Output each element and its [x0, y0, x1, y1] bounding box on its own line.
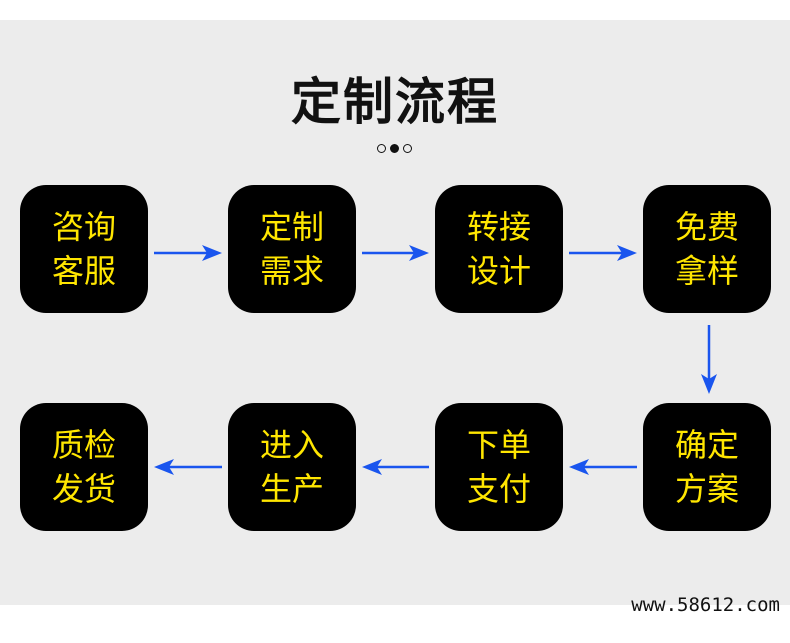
step-label: 质检: [51, 426, 116, 464]
arrow-right-icon: [154, 245, 222, 261]
step-production: 进入生产: [228, 403, 356, 531]
step-design: 转接设计: [435, 185, 563, 313]
arrow-right-icon: [569, 245, 637, 261]
step-label: 支付: [466, 470, 531, 508]
step-confirm: 确定方案: [643, 403, 771, 531]
step-requirements: 定制需求: [228, 185, 356, 313]
step-shipping: 质检发货: [20, 403, 148, 531]
arrow-down-icon: [701, 325, 717, 394]
step-label: 方案: [674, 470, 739, 508]
step-label: 咨询: [51, 208, 116, 246]
pager-dot-active: [390, 144, 399, 153]
pager-dot: [403, 144, 412, 153]
arrow-left-icon: [154, 459, 222, 475]
step-label: 客服: [51, 252, 116, 290]
step-consult: 咨询客服: [20, 185, 148, 313]
step-label: 设计: [466, 252, 531, 290]
page-title: 定制流程: [291, 73, 499, 131]
step-label: 拿样: [674, 252, 739, 290]
step-label: 需求: [259, 252, 324, 290]
step-label: 确定: [674, 426, 739, 464]
step-label: 生产: [259, 470, 324, 508]
step-label: 发货: [51, 470, 116, 508]
step-label: 定制: [259, 208, 324, 246]
step-payment: 下单支付: [435, 403, 563, 531]
arrow-left-icon: [362, 459, 429, 475]
arrow-right-icon: [362, 245, 429, 261]
watermark: www.58612.com: [631, 594, 780, 616]
pager-dot: [377, 144, 386, 153]
step-label: 下单: [466, 426, 531, 464]
step-sample: 免费拿样: [643, 185, 771, 313]
step-label: 免费: [674, 208, 739, 246]
step-label: 进入: [259, 426, 324, 464]
arrow-left-icon: [569, 459, 637, 475]
step-label: 转接: [466, 208, 531, 246]
